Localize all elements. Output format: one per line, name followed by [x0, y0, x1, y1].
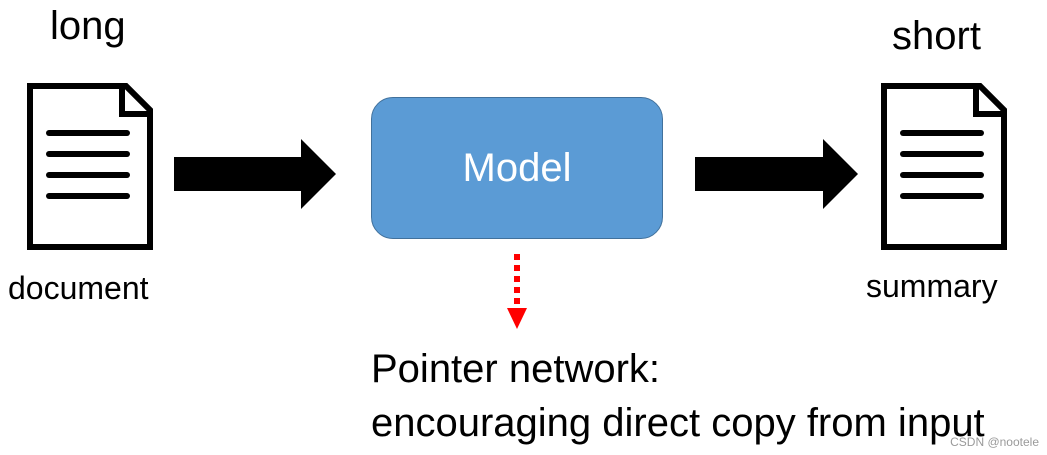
output-length-label: short	[892, 14, 981, 58]
input-length-label: long	[50, 4, 126, 48]
output-summary-label: summary	[866, 268, 998, 304]
output-arrow-icon	[695, 139, 858, 209]
model-box: Model	[371, 97, 663, 239]
model-label: Model	[462, 145, 572, 190]
pointer-network-caption: Pointer network: encouraging direct copy…	[371, 342, 985, 450]
watermark: CSDN @nootele	[950, 435, 1039, 449]
output-document-icon	[881, 83, 1007, 250]
pointer-arrow-icon	[507, 254, 527, 329]
pointer-caption-line2: encouraging direct copy from input	[371, 401, 985, 445]
input-document-icon	[27, 83, 153, 250]
pointer-caption-line1: Pointer network:	[371, 347, 661, 391]
input-arrow-icon	[174, 139, 336, 209]
input-document-label: document	[8, 270, 149, 306]
